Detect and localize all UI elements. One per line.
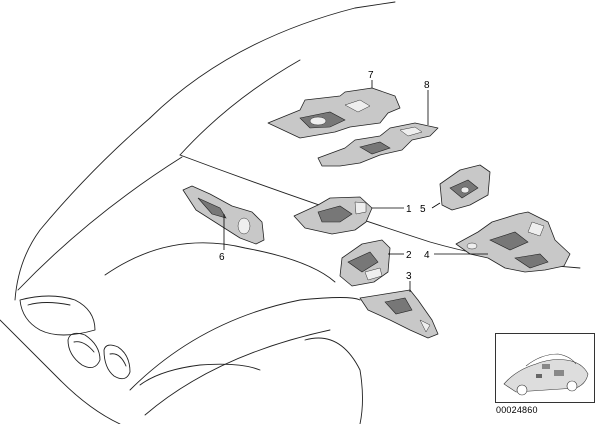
callout-8: 8 bbox=[424, 80, 430, 91]
callout-1: 1 bbox=[406, 204, 412, 215]
callout-2: 2 bbox=[406, 250, 412, 261]
part-1-shell: 1 bbox=[293, 196, 412, 235]
diagram-code: 00024860 bbox=[496, 405, 538, 415]
car-thumbnail bbox=[495, 333, 595, 403]
callout-6: 6 bbox=[219, 252, 225, 263]
part-6-shell: 6 bbox=[182, 185, 265, 263]
part-3-shell: 3 bbox=[359, 271, 439, 339]
car-outline bbox=[0, 1, 581, 424]
part-2-shell: 2 bbox=[339, 239, 412, 287]
callout-7: 7 bbox=[368, 70, 374, 81]
car-thumbnail-icon bbox=[503, 353, 589, 396]
part-4-shell: 4 bbox=[424, 211, 571, 273]
part-8-shell: 8 bbox=[317, 80, 439, 167]
callout-3: 3 bbox=[406, 271, 412, 282]
callout-4: 4 bbox=[424, 250, 430, 261]
callout-5: 5 bbox=[420, 204, 426, 215]
part-7-shell: 7 bbox=[267, 70, 401, 139]
part-5-shell: 5 bbox=[420, 164, 491, 215]
